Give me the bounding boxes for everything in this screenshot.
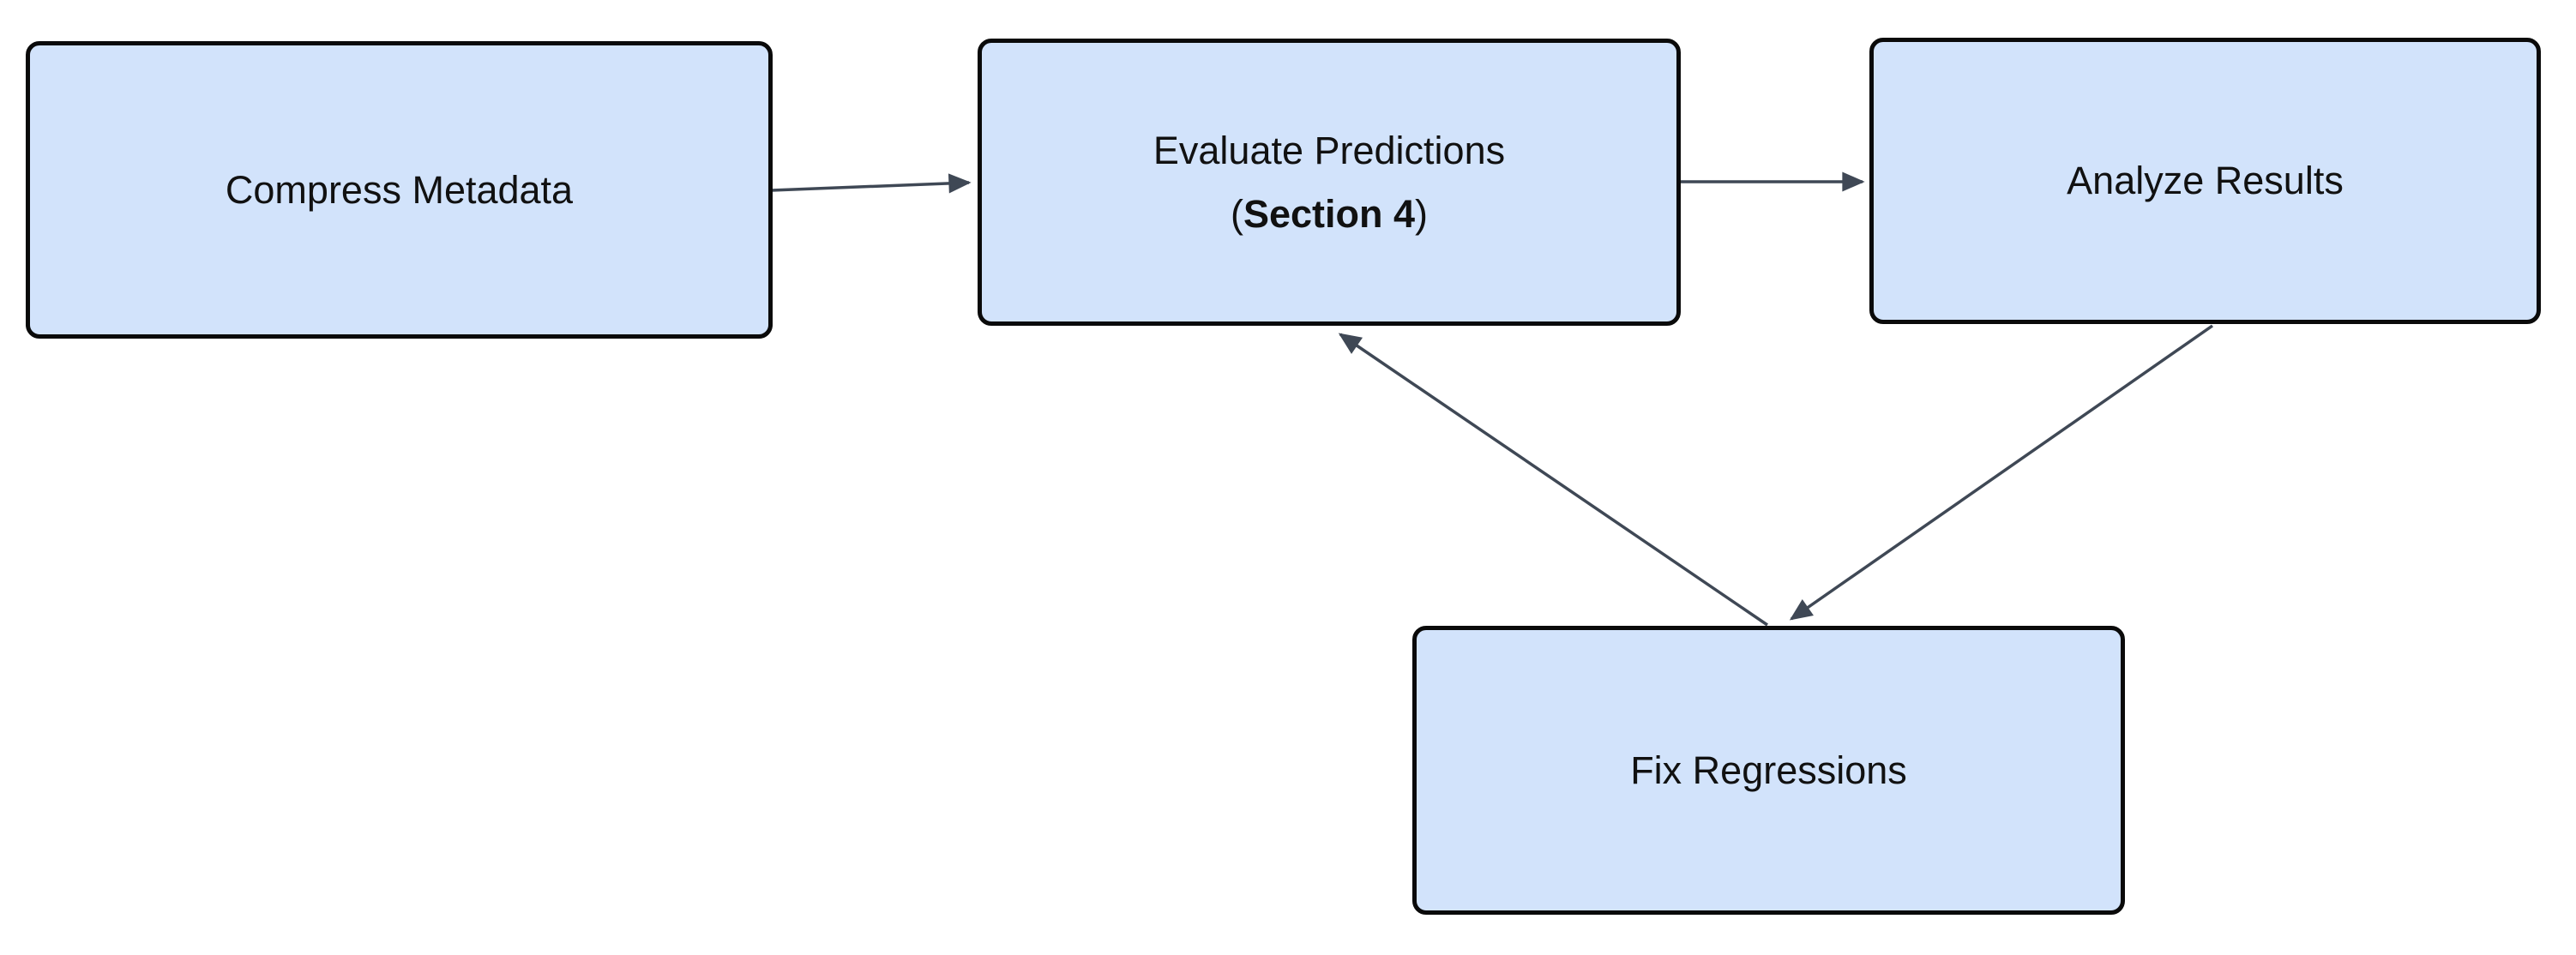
section-ref-bold: Section 4 — [1243, 191, 1416, 236]
node-label: Compress Metadata — [225, 167, 574, 212]
paren-close: ) — [1415, 191, 1429, 236]
node-evaluate-predictions[interactable]: Evaluate Predictions (Section 4) — [978, 39, 1681, 326]
node-compress-metadata[interactable]: Compress Metadata — [26, 41, 773, 339]
edge-fix-to-evaluate[interactable] — [1338, 333, 1768, 627]
node-label: Fix Regressions — [1630, 748, 1907, 792]
node-label: Analyze Results — [2067, 159, 2344, 203]
edge-compress-to-evaluate[interactable] — [771, 173, 972, 194]
paren-open: ( — [1230, 191, 1243, 236]
node-label-line2: (Section 4) — [1231, 192, 1428, 237]
node-label-line1: Evaluate Predictions — [1153, 128, 1506, 172]
edge-analyze-to-fix[interactable] — [1789, 324, 2214, 621]
node-fix-regressions[interactable]: Fix Regressions — [1412, 626, 2125, 915]
node-analyze-results[interactable]: Analyze Results — [1869, 38, 2541, 324]
